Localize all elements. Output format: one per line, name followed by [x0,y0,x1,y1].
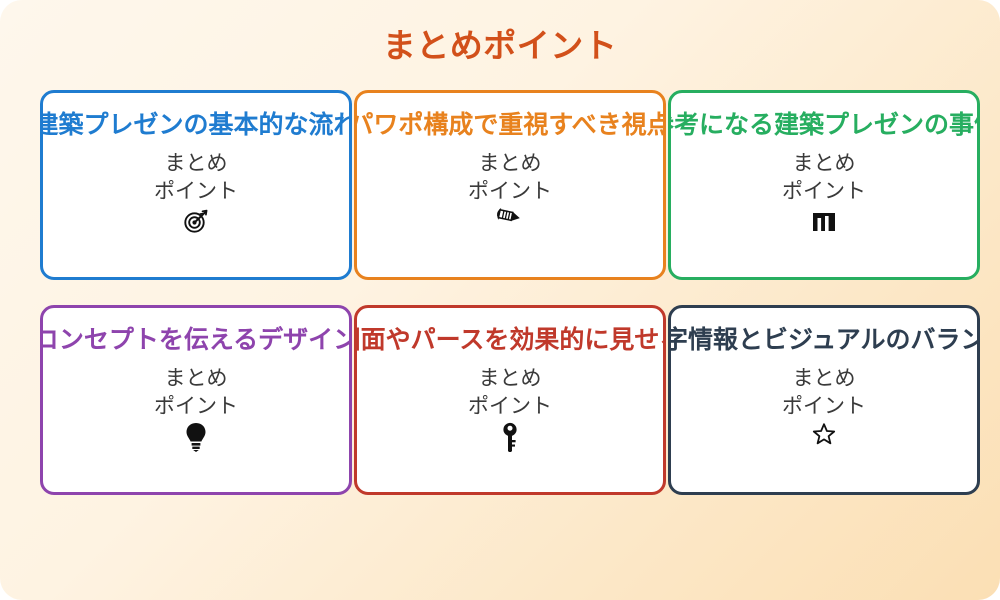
dart-target-icon [182,207,210,235]
card-body: まとめ ポイント [782,152,866,203]
page-title: まとめポイント [382,27,618,64]
card-body: まとめ ポイント [468,367,552,418]
card-title: 文字情報とビジュアルのバランス [668,326,977,355]
card-item[interactable]: 参考になる建築プレゼンの事例 まとめ ポイント [668,90,980,281]
light-bulb-icon [185,422,207,453]
card-item[interactable]: 図面やパースを効果的に見せる まとめ ポイント [354,305,666,496]
card-title: コンセプトを伝えるデザイン [40,326,352,355]
card-grid: 建築プレゼンの基本的な流れ まとめ ポイント パワポ構成で重視すべき視点 まとめ… [40,90,980,496]
key-icon [500,422,520,453]
card-title: 参考になる建築プレゼンの事例 [671,111,977,140]
card-body: まとめ ポイント [468,152,552,203]
card-title: 図面やパースを効果的に見せる [357,326,663,355]
card-item[interactable]: コンセプトを伝えるデザイン まとめ ポイント [40,305,352,496]
card-item[interactable]: 文字情報とビジュアルのバランス まとめ ポイント [668,305,980,496]
card-body: まとめ ポイント [154,367,238,418]
card-item[interactable]: パワポ構成で重視すべき視点 まとめ ポイント [354,90,666,281]
star-icon [812,422,836,446]
pencil-icon [495,207,525,225]
card-body: まとめ ポイント [782,367,866,418]
card-item[interactable]: 建築プレゼンの基本的な流れ まとめ ポイント [40,90,352,281]
bar-chart-icon [811,207,837,233]
card-body: まとめ ポイント [154,152,238,203]
card-title: パワポ構成で重視すべき視点 [354,111,666,140]
card-title: 建築プレゼンの基本的な流れ [40,111,352,140]
